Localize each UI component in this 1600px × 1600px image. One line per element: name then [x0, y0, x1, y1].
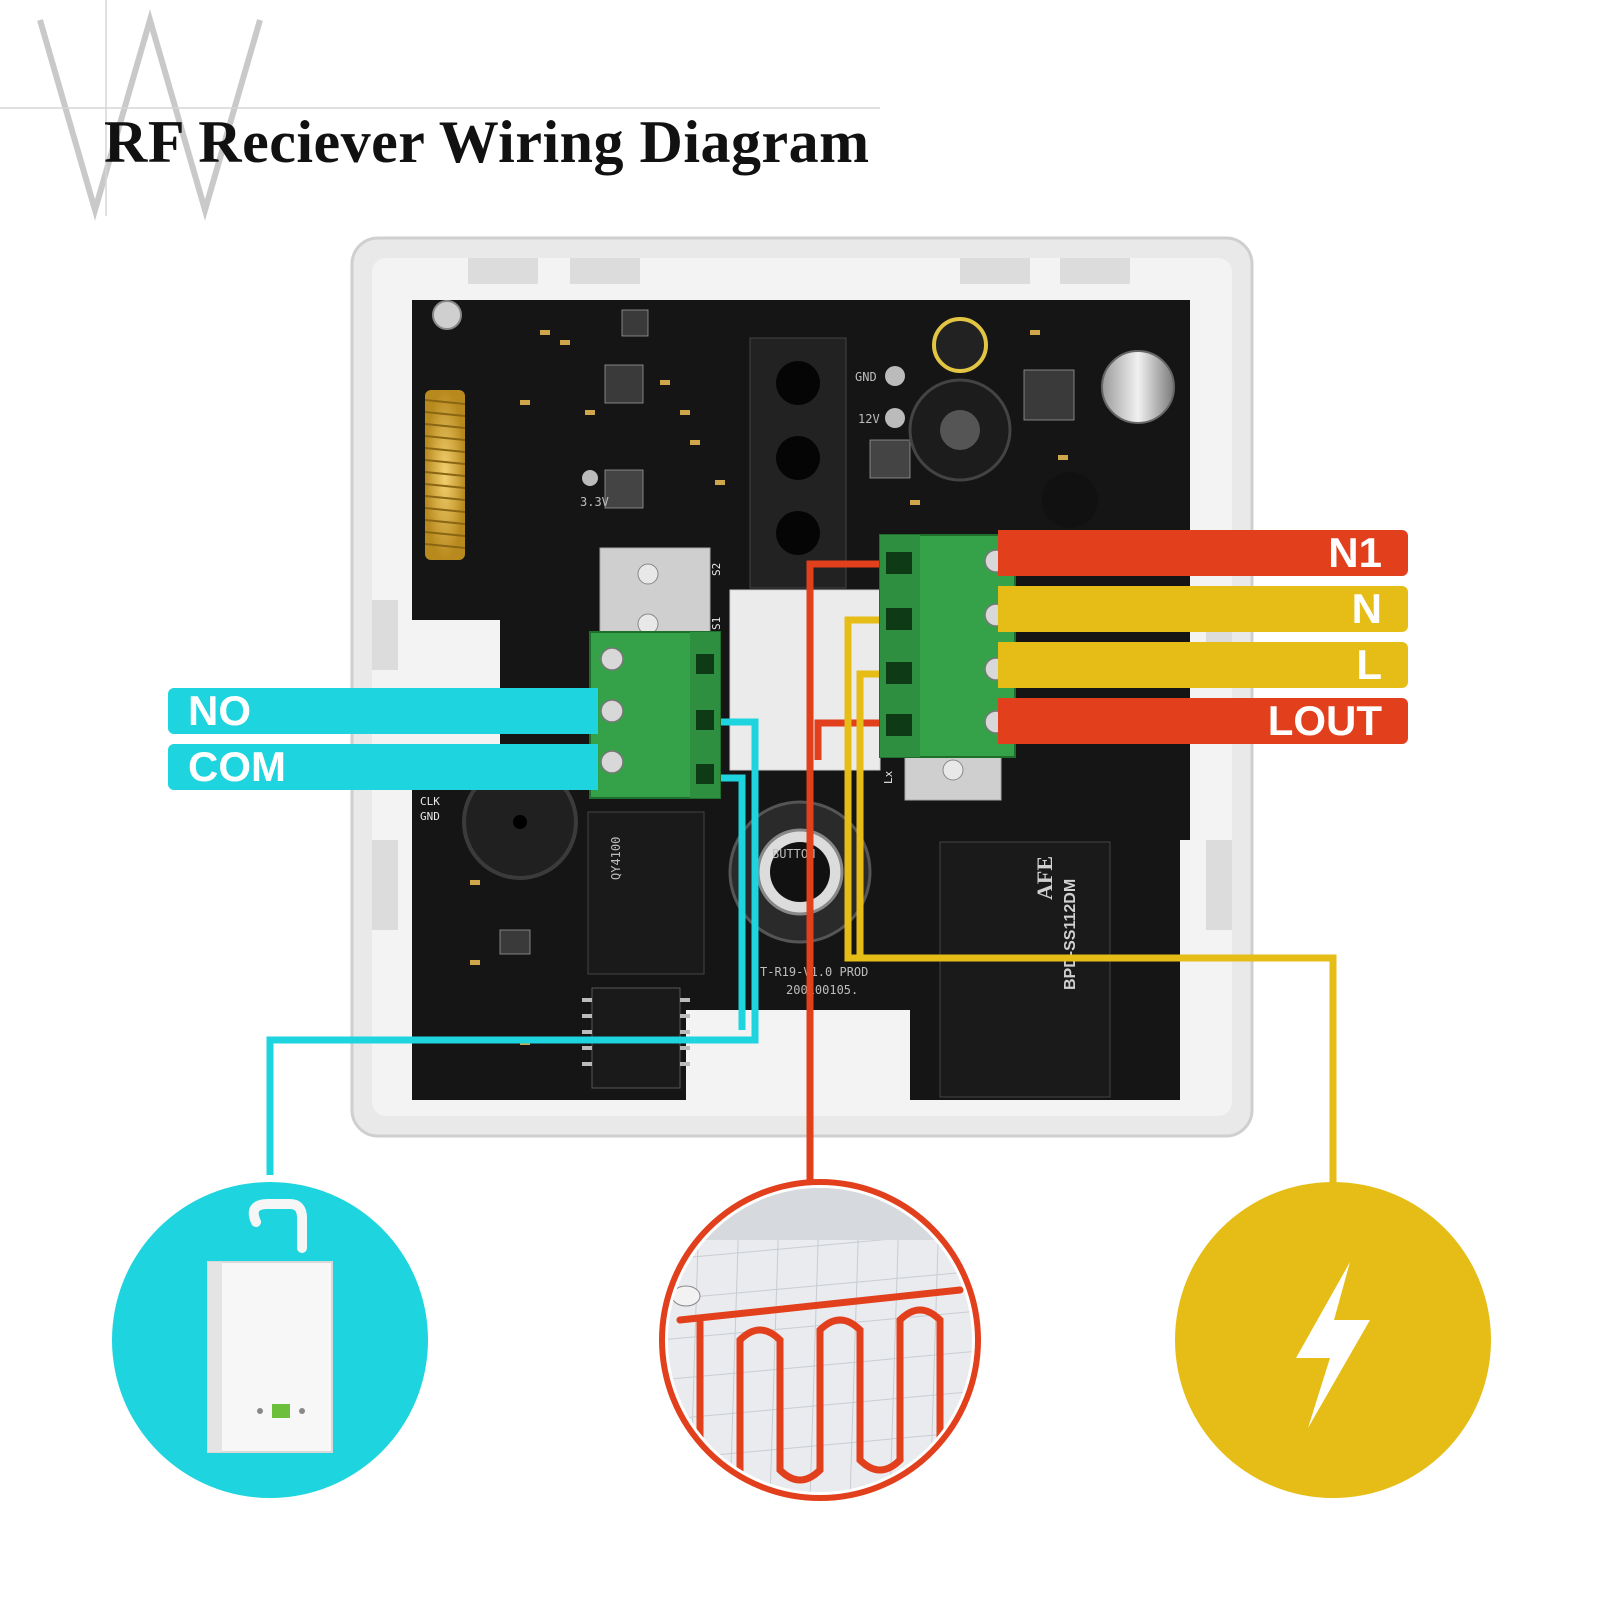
clk-gnd-label: GND — [420, 810, 440, 823]
terminal-label-n1: N1 — [998, 530, 1408, 576]
wire-n1 — [806, 560, 905, 1185]
watermark-logo — [0, 0, 880, 221]
wire-n — [844, 616, 1337, 1185]
s1-label: S1 — [710, 617, 723, 630]
3v3-label: 3.3V — [580, 495, 609, 509]
date-label: 200100105. — [786, 983, 858, 997]
s2-label: S2 — [710, 563, 723, 576]
boiler-icon — [207, 1199, 333, 1453]
clk-label: CLK — [420, 795, 440, 808]
button-label: BUTTON — [772, 847, 815, 861]
relay-large-brand: AFE — [1032, 856, 1057, 900]
wire-no — [266, 718, 759, 1175]
wire-com — [712, 774, 746, 1030]
terminal-label-l: L — [998, 642, 1408, 688]
terminal-label-com: COM — [168, 744, 598, 790]
wire-lout — [814, 719, 905, 760]
gnd-label: GND — [855, 370, 877, 384]
lx-label: Lx — [882, 770, 895, 784]
relay-large-model: BPD-SS112DM — [1062, 879, 1079, 990]
terminal-label-no: NO — [168, 688, 598, 734]
terminal-label-n: N — [998, 586, 1408, 632]
antenna-coil — [424, 300, 466, 560]
model-label: T-R19-V1.0 PROD — [760, 965, 868, 979]
relay-small-model: QY4100 — [609, 837, 623, 880]
relay-small — [587, 811, 705, 975]
lightning-icon — [1296, 1262, 1370, 1428]
12v-label: 12V — [858, 412, 880, 426]
page-title: RF Reciever Wiring Diagram — [104, 109, 870, 175]
terminal-block-right — [879, 534, 1016, 758]
terminal-label-lout: LOUT — [998, 698, 1408, 744]
terminal-block-left — [589, 631, 721, 799]
relay-large — [939, 841, 1111, 1098]
